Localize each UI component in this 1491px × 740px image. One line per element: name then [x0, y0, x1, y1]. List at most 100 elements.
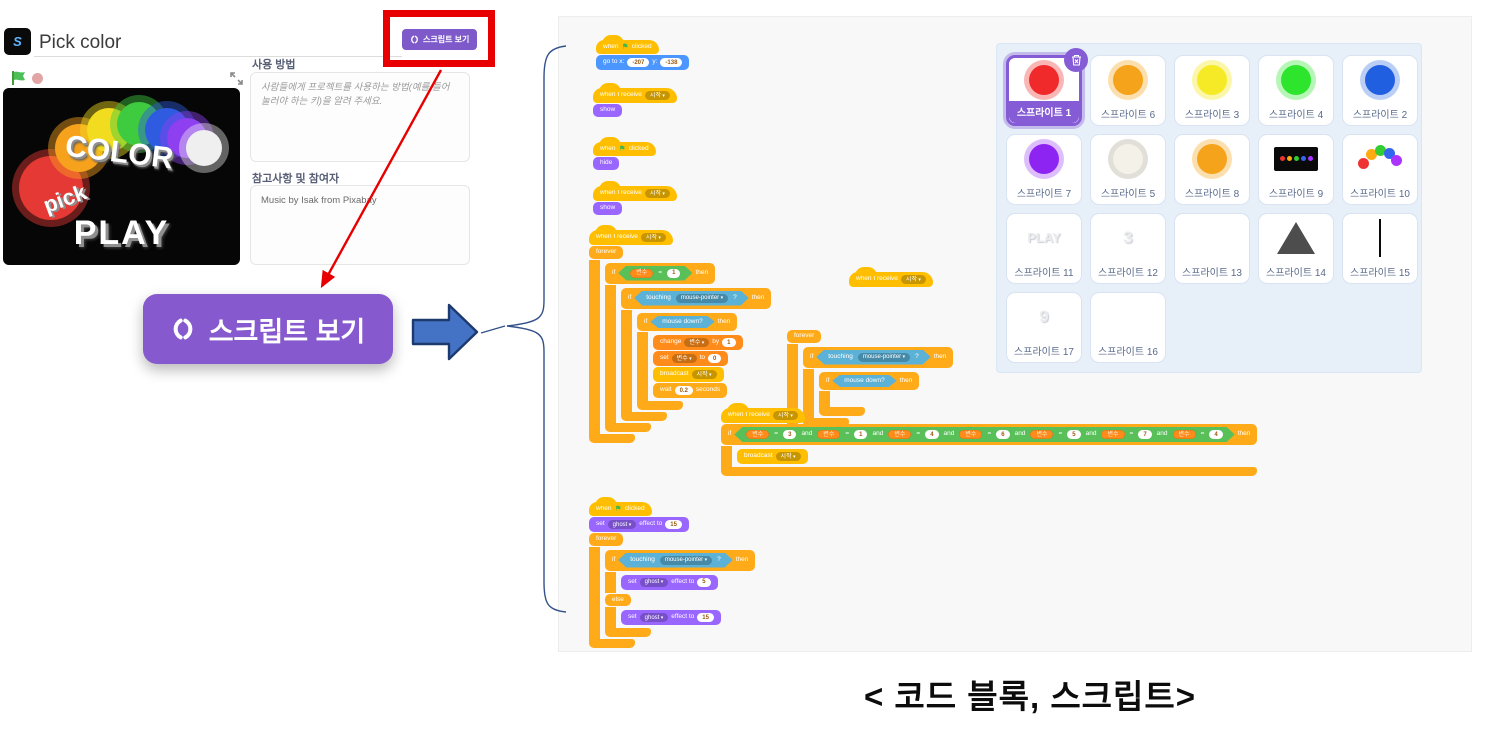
sprite-card[interactable]: 스프라이트 13	[1174, 213, 1250, 284]
sprite-thumbnail	[1259, 135, 1333, 182]
sprite-grid: 스프라이트 1 스프라이트 6 스프라이트 3 스프라이트 4 스프라이트 2 스프라이트…	[997, 44, 1421, 363]
scratch-block[interactable]: change변수by1	[653, 335, 743, 350]
sprite-name: 스프라이트 16	[1098, 347, 1158, 358]
sprite-thumbnail	[1343, 135, 1417, 182]
script-stack[interactable]: when I receive시작if변수=3and변수=1and변수=4and변…	[721, 403, 1258, 476]
sprite-card[interactable]: 스프라이트 16	[1090, 292, 1166, 363]
credits-text: Music by Isak from Pixabay	[261, 195, 377, 206]
sprite-card[interactable]: 스프라이트 4	[1258, 55, 1334, 126]
scratch-block[interactable]: hide	[593, 157, 620, 170]
scratch-block[interactable]: setghosteffect to5	[621, 574, 718, 590]
scratch-block[interactable]: forever	[787, 330, 822, 343]
sprite-name: 스프라이트 9	[1268, 189, 1324, 200]
stop-icon[interactable]	[32, 73, 43, 84]
credits-box[interactable]: Music by Isak from Pixabay	[250, 185, 470, 265]
sprite-card[interactable]: 스프라이트 10	[1342, 134, 1418, 205]
sprite-thumbnail: PLAY	[1027, 230, 1061, 245]
sprite-card[interactable]: 스프라이트 3	[1174, 55, 1250, 126]
scratch-block[interactable]: when⚑clicked	[596, 35, 659, 54]
sprite-card[interactable]: 스프라이트 2	[1342, 55, 1418, 126]
title-underline	[34, 56, 402, 57]
sprite-name: 스프라이트 2	[1352, 110, 1408, 121]
scratch-block[interactable]: show	[593, 202, 623, 215]
sprite-card[interactable]: 스프라이트 14	[1258, 213, 1334, 284]
see-inside-button-small[interactable]: 스크립트 보기	[402, 29, 478, 50]
sprite-thumbnail	[1343, 56, 1417, 103]
fullscreen-icon[interactable]	[230, 72, 243, 85]
scratch-block[interactable]: show	[593, 104, 623, 117]
instructions-box[interactable]: 사람들에게 프로젝트를 사용하는 방법(예를 들어 눌러야 하는 키)을 알려 …	[250, 72, 470, 162]
sprite-name: 스프라이트 13	[1182, 268, 1242, 279]
sprite-card[interactable]: 스프라이트 5	[1090, 134, 1166, 205]
script-stack[interactable]: when⚑clickedsetghosteffect to15foreverif…	[589, 497, 756, 648]
scratch-logo[interactable]: S	[4, 28, 31, 55]
sprite-name: 스프라이트 3	[1184, 110, 1240, 121]
sprite-panel: 스프라이트 1 스프라이트 6 스프라이트 3 스프라이트 4 스프라이트 2 스프라이트…	[996, 43, 1422, 373]
scratch-block[interactable]: forever	[589, 533, 624, 546]
scratch-block[interactable]: else	[605, 593, 631, 606]
project-title[interactable]: Pick color	[39, 32, 122, 53]
sprite-thumbnail	[1009, 58, 1079, 101]
sprite-name: 스프라이트 7	[1016, 189, 1072, 200]
sprite-card[interactable]: 스프라이트 6	[1090, 55, 1166, 126]
green-flag-icon[interactable]	[11, 70, 27, 86]
script-stack[interactable]: when I receive시작show	[593, 181, 677, 216]
delete-sprite-badge[interactable]	[1064, 48, 1088, 72]
scratch-c-block[interactable]: if변수=1theniftouchingmouse-pointer?thenif…	[605, 262, 772, 432]
sprite-thumbnail	[1007, 135, 1081, 182]
sprite-card[interactable]: 스프라이트 9	[1258, 134, 1334, 205]
scratch-block[interactable]: set변수to0	[653, 351, 729, 366]
sprite-card[interactable]: 스프라이트 1	[1006, 48, 1088, 126]
scratch-block[interactable]: when⚑clicked	[593, 137, 656, 156]
stage-thumbnail: COLOR pick PLAY	[3, 88, 240, 265]
script-stack[interactable]: when I receive시작show	[593, 83, 677, 118]
see-inside-button-big[interactable]: 스크립트 보기	[143, 294, 393, 364]
scratch-block[interactable]: forever	[589, 246, 624, 259]
sprite-card[interactable]: 스프라이트 7	[1006, 134, 1082, 205]
sprite-thumbnail: 9	[1039, 306, 1049, 326]
see-inside-icon	[411, 35, 418, 44]
sprite-name: 스프라이트 6	[1100, 110, 1156, 121]
sprite-card[interactable]: 스프라이트 15	[1342, 213, 1418, 284]
scratch-block[interactable]: when⚑clicked	[589, 497, 652, 516]
sprite-card[interactable]: 스프라이트 8	[1174, 134, 1250, 205]
sprite-thumbnail	[1175, 214, 1249, 261]
sprite-name: 스프라이트 5	[1100, 189, 1156, 200]
